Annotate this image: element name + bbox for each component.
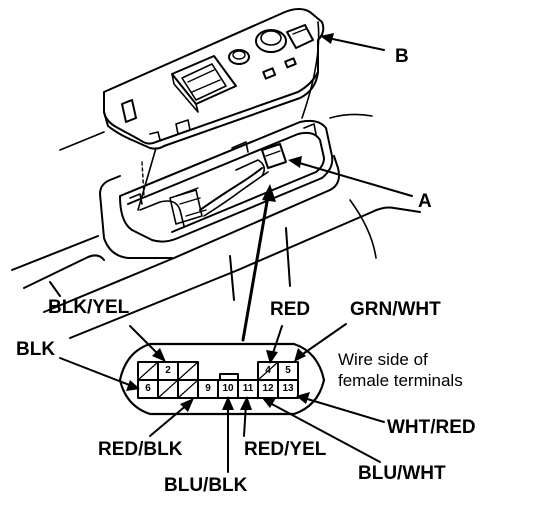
- pin-5: 5: [285, 365, 291, 376]
- wire-label-red: RED: [270, 299, 311, 320]
- pin-13: 13: [282, 383, 294, 394]
- connector-face: [118, 342, 326, 416]
- wire-label-blk: BLK: [16, 339, 56, 360]
- wire-label-red-blk: RED/BLK: [98, 439, 183, 460]
- pin-11: 11: [242, 383, 254, 394]
- wire-label-wht-red: WHT/RED: [387, 417, 476, 438]
- pin-6: 6: [145, 383, 151, 394]
- callout-b-label: B: [395, 46, 409, 67]
- wire-label-red-yel: RED/YEL: [244, 439, 327, 460]
- pin-12: 12: [262, 383, 274, 394]
- callout-a-label: A: [418, 191, 432, 212]
- leader-lines: [137, 21, 413, 211]
- pin-10: 10: [222, 383, 234, 394]
- connector-pointer: [241, 184, 276, 342]
- wire-label-blu-wht: BLU/WHT: [358, 463, 446, 484]
- wire-label-blu-blk: BLU/BLK: [164, 475, 248, 496]
- pin-2: 2: [165, 365, 171, 376]
- pin-4: 4: [265, 365, 271, 376]
- wire-leaders: [59, 323, 385, 473]
- connector-note-line2: female terminals: [338, 371, 463, 390]
- wire-label-grn-wht: GRN/WHT: [350, 299, 441, 320]
- switch-panel-drawing: [103, 8, 325, 150]
- connector-note-line1: Wire side of: [338, 350, 428, 369]
- wire-label-blk-yel: BLK/YEL: [48, 297, 130, 318]
- pin-9: 9: [205, 383, 211, 394]
